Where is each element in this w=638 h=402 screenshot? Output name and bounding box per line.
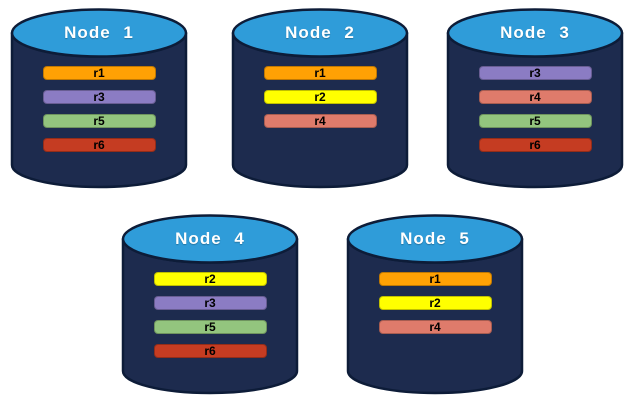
replica-list: r1 r2 r4: [346, 272, 524, 334]
replica-list: r3 r4 r5 r6: [446, 66, 624, 152]
replica-bar-r2: r2: [263, 90, 377, 104]
replica-bar-r1: r1: [263, 66, 377, 80]
cylinder-top-ellipse: [10, 8, 188, 58]
replica-bar-r3: r3: [153, 296, 267, 310]
replica-bar-r5: r5: [42, 114, 156, 128]
replica-bar-r2: r2: [153, 272, 267, 286]
node-title: Node 3: [500, 23, 570, 42]
replica-bar-r6: r6: [478, 138, 592, 152]
node-title: Node 4: [175, 229, 245, 248]
node-3: Node 3 r3 r4 r5 r6: [446, 8, 624, 191]
replica-bar-r5: r5: [478, 114, 592, 128]
replica-bar-r4: r4: [263, 114, 377, 128]
replica-bar-r4: r4: [378, 320, 492, 334]
node-title: Node 2: [285, 23, 355, 42]
cylinder-top-ellipse: [446, 8, 624, 58]
replica-bar-r2: r2: [378, 296, 492, 310]
replica-bar-r6: r6: [42, 138, 156, 152]
replica-bar-r5: r5: [153, 320, 267, 334]
replica-bar-r3: r3: [42, 90, 156, 104]
node-1: Node 1 r1 r3 r5 r6: [10, 8, 188, 191]
replica-list: r1 r3 r5 r6: [10, 66, 188, 152]
replica-list: r1 r2 r4: [231, 66, 409, 128]
replica-bar-r6: r6: [153, 344, 267, 358]
node-2: Node 2 r1 r2 r4: [231, 8, 409, 191]
cylinder-top-ellipse: [121, 214, 299, 264]
node-4: Node 4 r2 r3 r5 r6: [121, 214, 299, 397]
replica-bar-r1: r1: [378, 272, 492, 286]
node-5: Node 5 r1 r2 r4: [346, 214, 524, 397]
node-title: Node 1: [64, 23, 134, 42]
node-title: Node 5: [400, 229, 470, 248]
replica-list: r2 r3 r5 r6: [121, 272, 299, 358]
cylinder-top-ellipse: [231, 8, 409, 58]
replica-bar-r3: r3: [478, 66, 592, 80]
replica-bar-r4: r4: [478, 90, 592, 104]
cylinder-top-ellipse: [346, 214, 524, 264]
replica-bar-r1: r1: [42, 66, 156, 80]
